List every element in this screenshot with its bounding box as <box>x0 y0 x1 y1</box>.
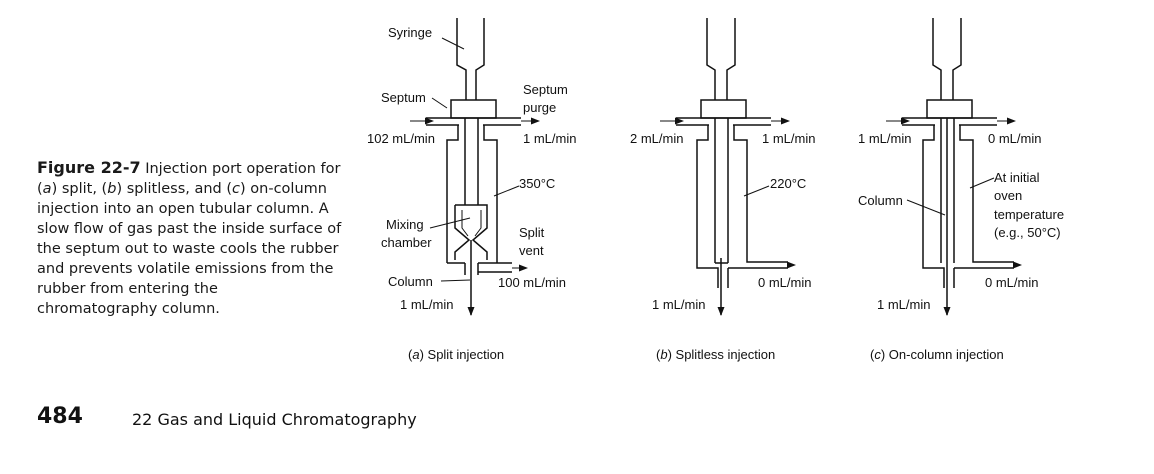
panel-a-inlet-flow: 102 mL/min <box>367 131 435 146</box>
panel-c-arrows <box>886 117 1022 316</box>
panel-c-temp-label-1: At initial <box>994 170 1040 185</box>
panel-b-septum <box>700 99 747 119</box>
panel-a-mixing-label-2: chamber <box>381 235 432 250</box>
panel-c-injector-body <box>902 117 1014 315</box>
panel-b-column-flow: 1 mL/min <box>652 297 705 312</box>
panel-c-syringe <box>932 18 962 100</box>
figure-label: Figure 22-7 <box>37 158 141 177</box>
panel-a-septum-label: Septum <box>381 90 426 105</box>
panel-c-title: (c) On-column injection <box>870 347 1004 362</box>
panel-a-septum <box>450 99 497 119</box>
caption-letter-b: b <box>107 181 117 197</box>
panel-c-purge-flow: 0 mL/min <box>988 131 1041 146</box>
panel-a-mixing-chamber-shape <box>454 204 488 315</box>
panel-b-inlet-flow: 2 mL/min <box>630 131 683 146</box>
panel-a-column-flow: 1 mL/min <box>400 297 453 312</box>
figure-caption: Figure 22-7 Injection port operation for… <box>37 158 342 319</box>
panel-c-column-label: Column <box>858 193 903 208</box>
panel-b-purge-flow: 1 mL/min <box>762 131 815 146</box>
panel-a-column-label: Column <box>388 274 433 289</box>
panel-c-temp-label-2: oven <box>994 188 1022 203</box>
panel-a-purge-flow: 1 mL/min <box>523 131 576 146</box>
panel-b-syringe <box>706 18 736 100</box>
panel-a-temperature: 350°C <box>519 176 555 191</box>
panel-b-splitless: 2 mL/min 1 mL/min 220°C 0 mL/min 1 mL/mi… <box>630 18 815 362</box>
caption-text-2: ) split, ( <box>51 181 108 197</box>
panel-a-arrows <box>410 117 540 316</box>
panel-c-temp-label-3: temperature <box>994 207 1064 222</box>
caption-text-3: ) splitless, and ( <box>116 181 233 197</box>
panel-a-septum-purge-label-2: purge <box>523 100 556 115</box>
panel-b-temperature: 220°C <box>770 176 806 191</box>
panel-c-inlet-flow: 1 mL/min <box>858 131 911 146</box>
panel-c-on-column: 1 mL/min 0 mL/min Column At initial oven… <box>858 18 1064 362</box>
panel-c-septum <box>926 99 973 119</box>
panel-b-arrows <box>660 117 796 316</box>
caption-text-1: Injection port operation for ( <box>37 161 341 197</box>
panel-a-septum-purge-label: Septum <box>523 82 568 97</box>
panel-a-mixing-label: Mixing <box>386 217 424 232</box>
caption-text-4: ) on-column injection into an open tubul… <box>37 181 342 317</box>
caption-letter-c: c <box>232 181 241 197</box>
running-chapter-title: 22 Gas and Liquid Chromatography <box>132 410 417 429</box>
panel-c-vent-flow: 0 mL/min <box>985 275 1038 290</box>
panel-a-syringe <box>456 18 485 100</box>
panel-b-injector-body <box>676 117 788 315</box>
panel-a-syringe-label: Syringe <box>388 25 432 40</box>
panel-a-leaders <box>429 37 520 282</box>
page-number: 484 <box>37 404 83 429</box>
panel-c-column-flow: 1 mL/min <box>877 297 930 312</box>
panel-a-title: (a) Split injection <box>408 347 504 362</box>
panel-b-temp-leader <box>743 185 770 197</box>
panel-a-split-vent-label: Split <box>519 225 545 240</box>
panel-c-column-leader <box>906 199 946 216</box>
panel-b-vent-flow: 0 mL/min <box>758 275 811 290</box>
panel-c-temp-label-4: (e.g., 50°C) <box>994 225 1061 240</box>
panel-a-split-flow: 100 mL/min <box>498 275 566 290</box>
panel-b-title: (b) Splitless injection <box>656 347 775 362</box>
panel-a-split: Syringe Septum Septum purge 102 mL/min 1… <box>367 18 576 362</box>
panel-a-split-vent-label-2: vent <box>519 243 544 258</box>
panel-c-temp-leader <box>969 177 995 189</box>
panel-a-injector-body <box>426 117 521 275</box>
caption-letter-a: a <box>42 181 52 197</box>
